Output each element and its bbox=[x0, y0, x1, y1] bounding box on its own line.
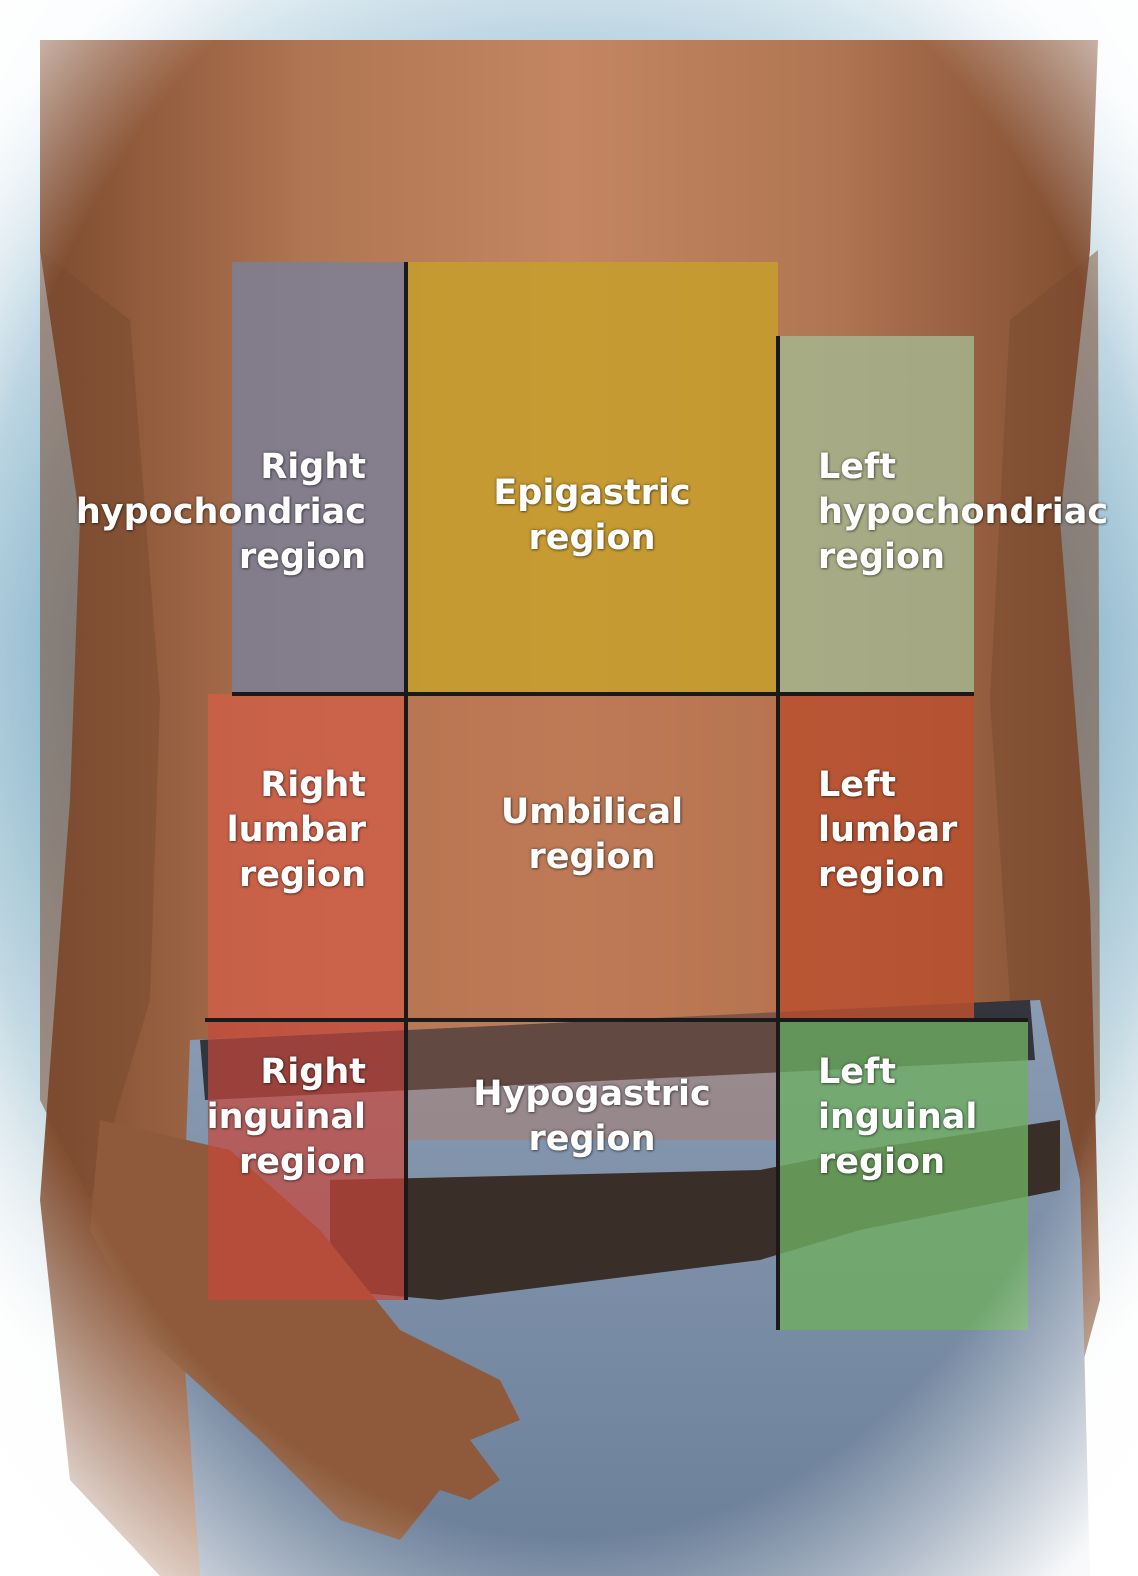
label-line: region bbox=[818, 537, 946, 577]
label-line: region bbox=[238, 855, 366, 895]
label-line: region bbox=[238, 537, 366, 577]
label-line: inguinal bbox=[206, 1097, 366, 1137]
label-line: Right bbox=[260, 1052, 366, 1092]
left-hypochondriac-label: Left hypochondriac region bbox=[818, 445, 1108, 580]
label-line: region bbox=[818, 1142, 946, 1182]
label-line: Left bbox=[818, 1052, 896, 1092]
right-lumbar-label: Right lumbar region bbox=[227, 763, 366, 898]
right-hypochondriac-label: Right hypochondriac region bbox=[76, 445, 366, 580]
label-line: lumbar bbox=[226, 810, 366, 850]
hypogastric-label: Hypogastric region bbox=[406, 1072, 778, 1162]
label-line: region bbox=[238, 1142, 366, 1182]
label-line: hypochondriac bbox=[75, 492, 366, 532]
label-line: Hypogastric bbox=[473, 1074, 711, 1114]
left-lumbar-label: Left lumbar region bbox=[818, 763, 957, 898]
label-line: region bbox=[528, 518, 656, 558]
label-line: Epigastric bbox=[493, 473, 691, 513]
label-line: lumbar bbox=[818, 810, 958, 850]
label-line: hypochondriac bbox=[818, 492, 1109, 532]
label-line: region bbox=[528, 837, 656, 877]
label-line: region bbox=[818, 855, 946, 895]
epigastric-label: Epigastric region bbox=[406, 471, 778, 561]
right-inguinal-label: Right inguinal region bbox=[207, 1050, 366, 1185]
left-inguinal-label: Left inguinal region bbox=[818, 1050, 977, 1185]
umbilical-label: Umbilical region bbox=[406, 790, 778, 880]
label-line: Right bbox=[260, 447, 366, 487]
label-line: region bbox=[528, 1119, 656, 1159]
label-line: Left bbox=[818, 447, 896, 487]
label-line: Umbilical bbox=[500, 792, 684, 832]
label-line: inguinal bbox=[818, 1097, 978, 1137]
label-line: Left bbox=[818, 765, 896, 805]
label-line: Right bbox=[260, 765, 366, 805]
